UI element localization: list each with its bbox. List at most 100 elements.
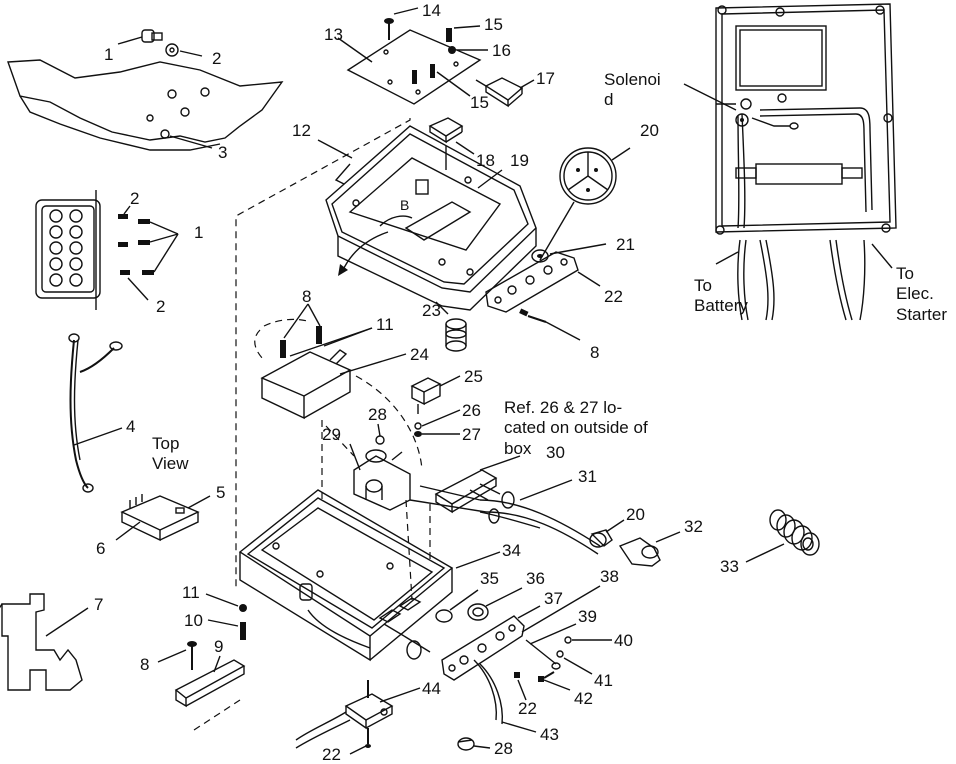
label-part-8: 8 [590, 343, 600, 362]
box-part-34 [238, 489, 454, 662]
gauge-part-20 [559, 147, 617, 205]
screw-part-22b [514, 672, 520, 678]
top-view-caption: Top View [152, 434, 189, 474]
cable-part-43 [473, 659, 497, 721]
label-part-2: 2 [212, 49, 222, 68]
cover-plate-part-13 [346, 29, 482, 105]
label-part-5: 5 [216, 483, 226, 502]
label-part-2: 2 [130, 189, 140, 208]
bracket-part-3 [7, 59, 284, 151]
label-part-32: 32 [684, 517, 703, 536]
label-part-44: 44 [422, 679, 441, 698]
label-part-10: 10 [184, 611, 203, 630]
bolt-part-1 [141, 29, 163, 43]
hose [295, 711, 347, 741]
screw-part-15a [446, 28, 452, 42]
label-part-24: 24 [410, 345, 429, 364]
label-part-43: 43 [540, 725, 559, 744]
label-part-9: 9 [214, 637, 224, 656]
label-part-34: 34 [502, 541, 521, 560]
label-part-41: 41 [594, 671, 613, 690]
washer-part-11a [239, 604, 247, 612]
label-part-16: 16 [492, 41, 511, 60]
switch-part-35 [383, 609, 453, 660]
connector-part-18 [428, 117, 464, 170]
solenoid-label: Solenoi d [604, 70, 661, 110]
label-part-15: 15 [470, 93, 489, 112]
label-part-27: 27 [462, 425, 481, 444]
label-part-11: 11 [376, 315, 394, 334]
label-part-37: 37 [544, 589, 563, 608]
label-part-28: 28 [494, 739, 513, 758]
nut-part-2 [165, 43, 179, 57]
label-part-21: 21 [616, 235, 635, 254]
label-part-2: 2 [156, 297, 166, 316]
label-part-25: 25 [464, 367, 483, 386]
connector-part-17 [475, 77, 524, 108]
bumper-part-23 [445, 318, 467, 352]
regulator-part-5 [120, 494, 200, 542]
bracket-part-9 [174, 659, 246, 708]
label-part-3: 3 [218, 143, 228, 162]
plate-part-37 [441, 615, 525, 681]
label-part-39: 39 [578, 607, 597, 626]
solenoid-part-29 [353, 435, 411, 511]
label-part-36: 36 [526, 569, 545, 588]
to-elec-starter-label: To Elec. Starter [896, 264, 948, 324]
label-part-17: 17 [536, 69, 555, 88]
label-part-22: 22 [518, 699, 537, 718]
terminal-part-28b [457, 737, 475, 751]
label-part-13: 13 [324, 25, 343, 44]
nut-part-40 [564, 636, 572, 644]
label-part-14: 14 [422, 1, 441, 20]
label-part-8: 8 [302, 287, 312, 306]
label-part-7: 7 [94, 595, 104, 614]
fuse-block [35, 190, 101, 310]
to-battery-label: To Battery [694, 276, 748, 316]
label-part-20: 20 [626, 505, 645, 524]
label-part-8: 8 [140, 655, 150, 674]
label-part-42: 42 [574, 689, 593, 708]
label-part-33: 33 [720, 557, 739, 576]
screw-part-15b [412, 64, 435, 84]
ref-note: Ref. 26 & 27 lo- cated on outside of box [504, 398, 648, 458]
label-part-6: 6 [96, 539, 106, 558]
label-part-40: 40 [614, 631, 633, 650]
label-part-18: 18 [476, 151, 495, 170]
label-part-26: 26 [462, 401, 481, 420]
nut-part-16 [448, 46, 456, 54]
label-part-12: 12 [292, 121, 311, 140]
label-part-29: 29 [322, 425, 341, 444]
fuse-block-screws [118, 214, 154, 275]
boot-part-32 [618, 537, 661, 567]
label-part-35: 35 [480, 569, 499, 588]
label-part-11: 11 [182, 583, 200, 602]
harness-part-30 [434, 469, 501, 514]
label-part-23: 23 [422, 301, 441, 320]
box-lid-part-19 [325, 125, 537, 311]
label-part-22: 22 [604, 287, 623, 306]
boot-part-20b [589, 529, 613, 548]
screw-part-22c [365, 728, 371, 748]
installation-view [715, 3, 897, 321]
boot-part-33 [769, 509, 820, 556]
label-part-38: 38 [600, 567, 619, 586]
screw-part-42 [538, 671, 555, 682]
label-part-31: 31 [578, 467, 597, 486]
label-part-30: 30 [546, 443, 565, 462]
connector-part-25 [410, 377, 442, 414]
label-part-20: 20 [640, 121, 659, 140]
screw-part-8b [519, 308, 547, 323]
module-part-24 [260, 349, 352, 420]
bracket-part-7 [0, 593, 83, 691]
wire-part-12 [334, 163, 351, 185]
label-part-4: 4 [126, 417, 136, 436]
marker-b: B [400, 197, 410, 213]
connector-part-44 [344, 680, 394, 730]
label-part-22: 22 [322, 745, 341, 764]
screw-part-14 [384, 18, 394, 40]
label-part-28: 28 [368, 405, 387, 424]
cable-part-4 [68, 333, 123, 493]
switch-plate-part-22 [485, 251, 579, 313]
